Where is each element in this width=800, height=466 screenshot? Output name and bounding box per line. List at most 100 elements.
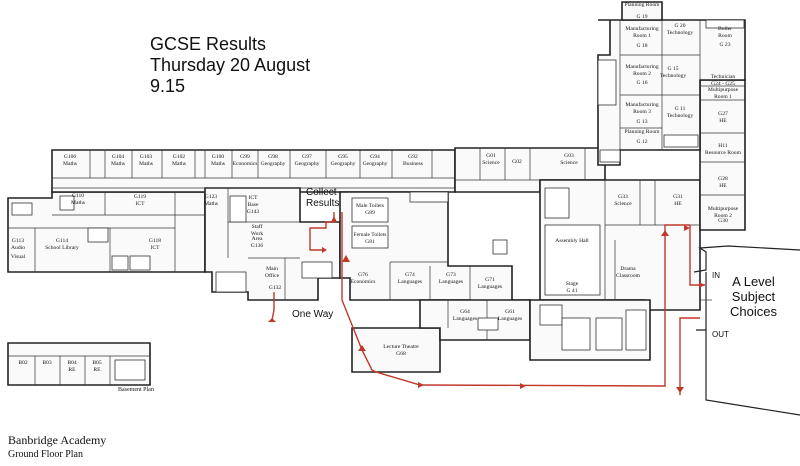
room-ictbase-label: ICT <box>248 195 258 201</box>
room-g28-label: G28 <box>718 176 728 182</box>
room-g01-label: G01 <box>486 153 496 159</box>
room-g81-label: Female Toilets <box>354 232 387 238</box>
room-g03-sub: Science <box>560 160 578 166</box>
room-g31-label: G31 <box>673 194 683 200</box>
room-g33-label: G33 <box>618 194 628 200</box>
room-g98-label: G98 <box>268 154 278 160</box>
room-b03-label: B03 <box>42 360 52 366</box>
room-hall-label: Assembly Hall <box>555 238 589 244</box>
room-g61-sub: Languages <box>498 316 522 322</box>
room-g20-label: G 20 <box>674 23 685 29</box>
room-b05-sub: RE <box>93 367 101 373</box>
room-g12-label: G 12 <box>636 139 647 145</box>
room-g68-label: Lecture Theatre <box>383 344 419 350</box>
plan-name: Ground Floor Plan <box>8 449 83 460</box>
room-g104-label: G104 <box>112 154 125 160</box>
room-tech-sub: G24 - G25 <box>711 81 735 87</box>
a-level-text: A Level <box>732 274 775 289</box>
room-g11-label: G 11 <box>675 106 686 112</box>
room-g71-sub: Languages <box>478 284 502 290</box>
room-b05-label: B05 <box>92 360 102 366</box>
room-g64-sub: Languages <box>453 316 477 322</box>
room-boiler-label: Boiler <box>718 26 732 32</box>
room-g99-sub: Economics <box>233 161 258 167</box>
room-g102-label: G102 <box>173 154 186 160</box>
room-mr3-label: Manufacturing <box>625 101 658 108</box>
room-planning2-label: Planning Room <box>625 129 661 135</box>
room-g99-label: G99 <box>240 154 250 160</box>
room-g97-label: G97 <box>302 154 312 160</box>
room-g118-label: G118 <box>149 238 161 244</box>
room-g106-label: G106 <box>64 154 77 160</box>
room-mr3-sub: Room 3 <box>633 109 651 115</box>
basement-plan-label: Basement Plan <box>118 387 154 393</box>
room-g143-label: G143 <box>247 209 260 215</box>
room-drama-label: Drama <box>620 266 636 272</box>
room-g95-sub: Geography <box>331 161 356 167</box>
room-g114-sub: School Library <box>45 245 79 251</box>
room-g64-label: G64 <box>460 309 470 315</box>
room-g114-label: G114 <box>56 238 68 244</box>
room-g15-label: G 15 <box>667 66 678 72</box>
room-g98-sub: Geography <box>261 161 286 167</box>
heading-title: GCSE Results <box>150 34 267 54</box>
room-g73-sub: Languages <box>439 279 463 285</box>
room-g71-label: G71 <box>485 277 495 283</box>
room-g61-label: G61 <box>505 309 515 315</box>
room-g113-sub: Audio <box>11 245 25 251</box>
room-boiler-sub: Room <box>718 33 732 39</box>
room-mr1-label: Manufacturing <box>625 25 658 32</box>
route-arrows <box>268 216 705 393</box>
a-level-building <box>693 245 800 416</box>
room-ictbase-sub: Base <box>248 202 259 208</box>
room-g76-label: G76 <box>358 272 368 278</box>
room-g89-label: Male Toilets <box>356 203 384 209</box>
room-g30-label: G30 <box>718 218 728 224</box>
room-mp2-label: Multipurpose <box>708 206 739 212</box>
room-g118-sub: ICT <box>150 245 160 251</box>
room-g23-label: G 23 <box>719 42 730 48</box>
room-g119-label: G119 <box>134 194 146 200</box>
room-mainoffice-label: Main <box>266 266 278 272</box>
room-g132-label: G132 <box>269 285 282 291</box>
room-g01-sub: Science <box>482 160 500 166</box>
room-g31-sub: HE <box>674 201 682 207</box>
room-g81-sub: G81 <box>365 239 375 245</box>
room-g27-label: G27 <box>718 111 728 117</box>
room-g102-sub: Maths <box>172 161 186 167</box>
room-g97-sub: Geography <box>295 161 320 167</box>
room-b04-label: B04 <box>67 360 77 366</box>
a-level-label: A Level Subject Choices <box>730 274 777 319</box>
room-g11-sub: Technology <box>667 113 694 119</box>
room-g110-sub: Maths <box>71 200 85 206</box>
room-g104-sub: Maths <box>111 161 125 167</box>
room-g113-label: G113 <box>12 238 24 244</box>
room-stage-label: Stage <box>566 281 579 287</box>
room-partitions <box>8 19 745 385</box>
school-name: Banbridge Academy <box>8 433 107 447</box>
room-tech-label: Technician <box>711 74 736 80</box>
room-drama-sub: Classroom <box>616 273 641 279</box>
room-mp1-sub: Room 1 <box>714 94 732 100</box>
subject-text: Subject <box>731 289 776 304</box>
room-g16-label: G 16 <box>636 80 647 86</box>
room-g13-label: G 13 <box>636 119 647 125</box>
results-text: Results <box>306 198 340 209</box>
room-mp2-sub: Room 2 <box>714 213 732 219</box>
room-g20-sub: Technology <box>667 30 694 36</box>
room-g27-sub: HE <box>719 118 727 124</box>
room-g110-label: G110 <box>72 193 84 199</box>
room-g76-sub: Economics <box>351 279 376 285</box>
room-area-sub: G136 <box>251 243 264 249</box>
room-mr2-sub: Room 2 <box>633 71 651 77</box>
room-g106-sub: Maths <box>63 161 77 167</box>
room-staff-sub: Work <box>251 231 263 237</box>
room-visual-label: Visual <box>11 254 26 260</box>
page-heading: GCSE Results Thursday 20 August 9.15 <box>150 34 310 97</box>
room-h11-label: H11 <box>718 143 728 149</box>
room-g92-sub: Business <box>403 161 423 167</box>
room-mainoffice-sub: Office <box>265 272 280 279</box>
room-g73-label: G73 <box>446 272 456 278</box>
room-g74-label: G74 <box>405 272 415 278</box>
